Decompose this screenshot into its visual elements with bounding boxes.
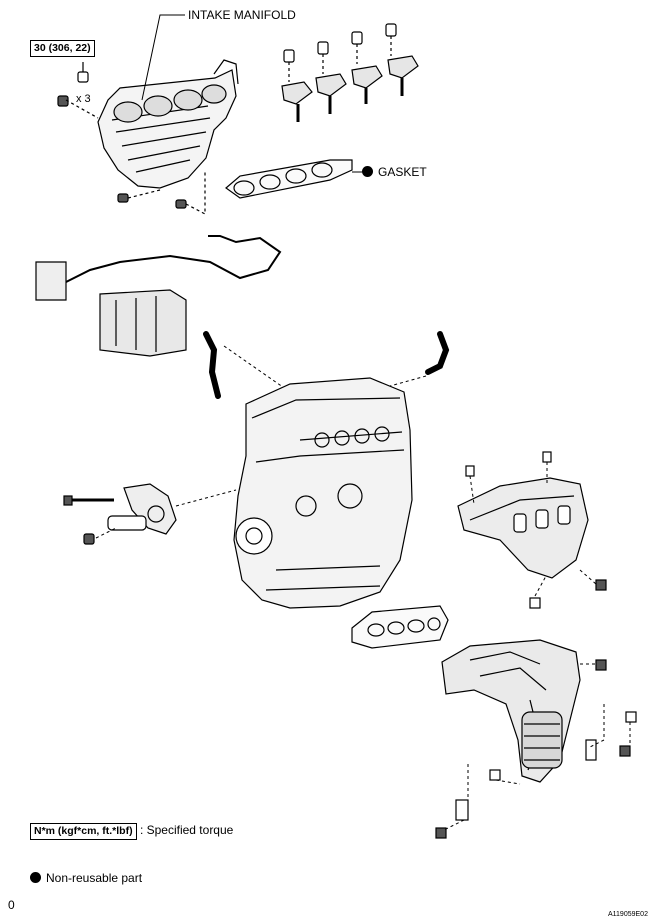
heat-insulator: [457, 451, 607, 609]
hoses: [203, 331, 450, 399]
nonreusable-legend: Non-reusable part: [30, 871, 142, 885]
wire-harness: [35, 235, 282, 357]
nonreusable-dot-icon: [362, 166, 373, 177]
quantity-label: x 3: [76, 93, 91, 105]
intake-manifold-label: INTAKE MANIFOLD: [188, 8, 296, 22]
page-mark: 0: [8, 898, 15, 912]
torque-legend: N*m (kgf*cm, ft.*lbf) : Specified torque: [30, 823, 233, 840]
torque-legend-text: : Specified torque: [139, 823, 234, 837]
gasket-label-text: GASKET: [378, 165, 427, 179]
intake-gasket: [225, 159, 362, 199]
gasket-label: GASKET: [362, 165, 427, 179]
torque-unit-box: N*m (kgf*cm, ft.*lbf): [30, 823, 137, 840]
nonreusable-legend-text: Non-reusable part: [46, 871, 143, 885]
compressor-bracket: [63, 483, 237, 545]
exhaust-manifold: [435, 639, 637, 839]
manifold-bolts: [57, 62, 206, 215]
nonreusable-legend-dot-icon: [30, 872, 41, 883]
engine-block: [233, 377, 413, 609]
intake-manifold-part: [97, 59, 239, 189]
exhaust-gasket: [351, 605, 449, 649]
ignition-coils: [281, 23, 419, 122]
figure-code: A119059E02: [608, 911, 648, 918]
torque-spec-box: 30 (306, 22): [30, 40, 95, 57]
